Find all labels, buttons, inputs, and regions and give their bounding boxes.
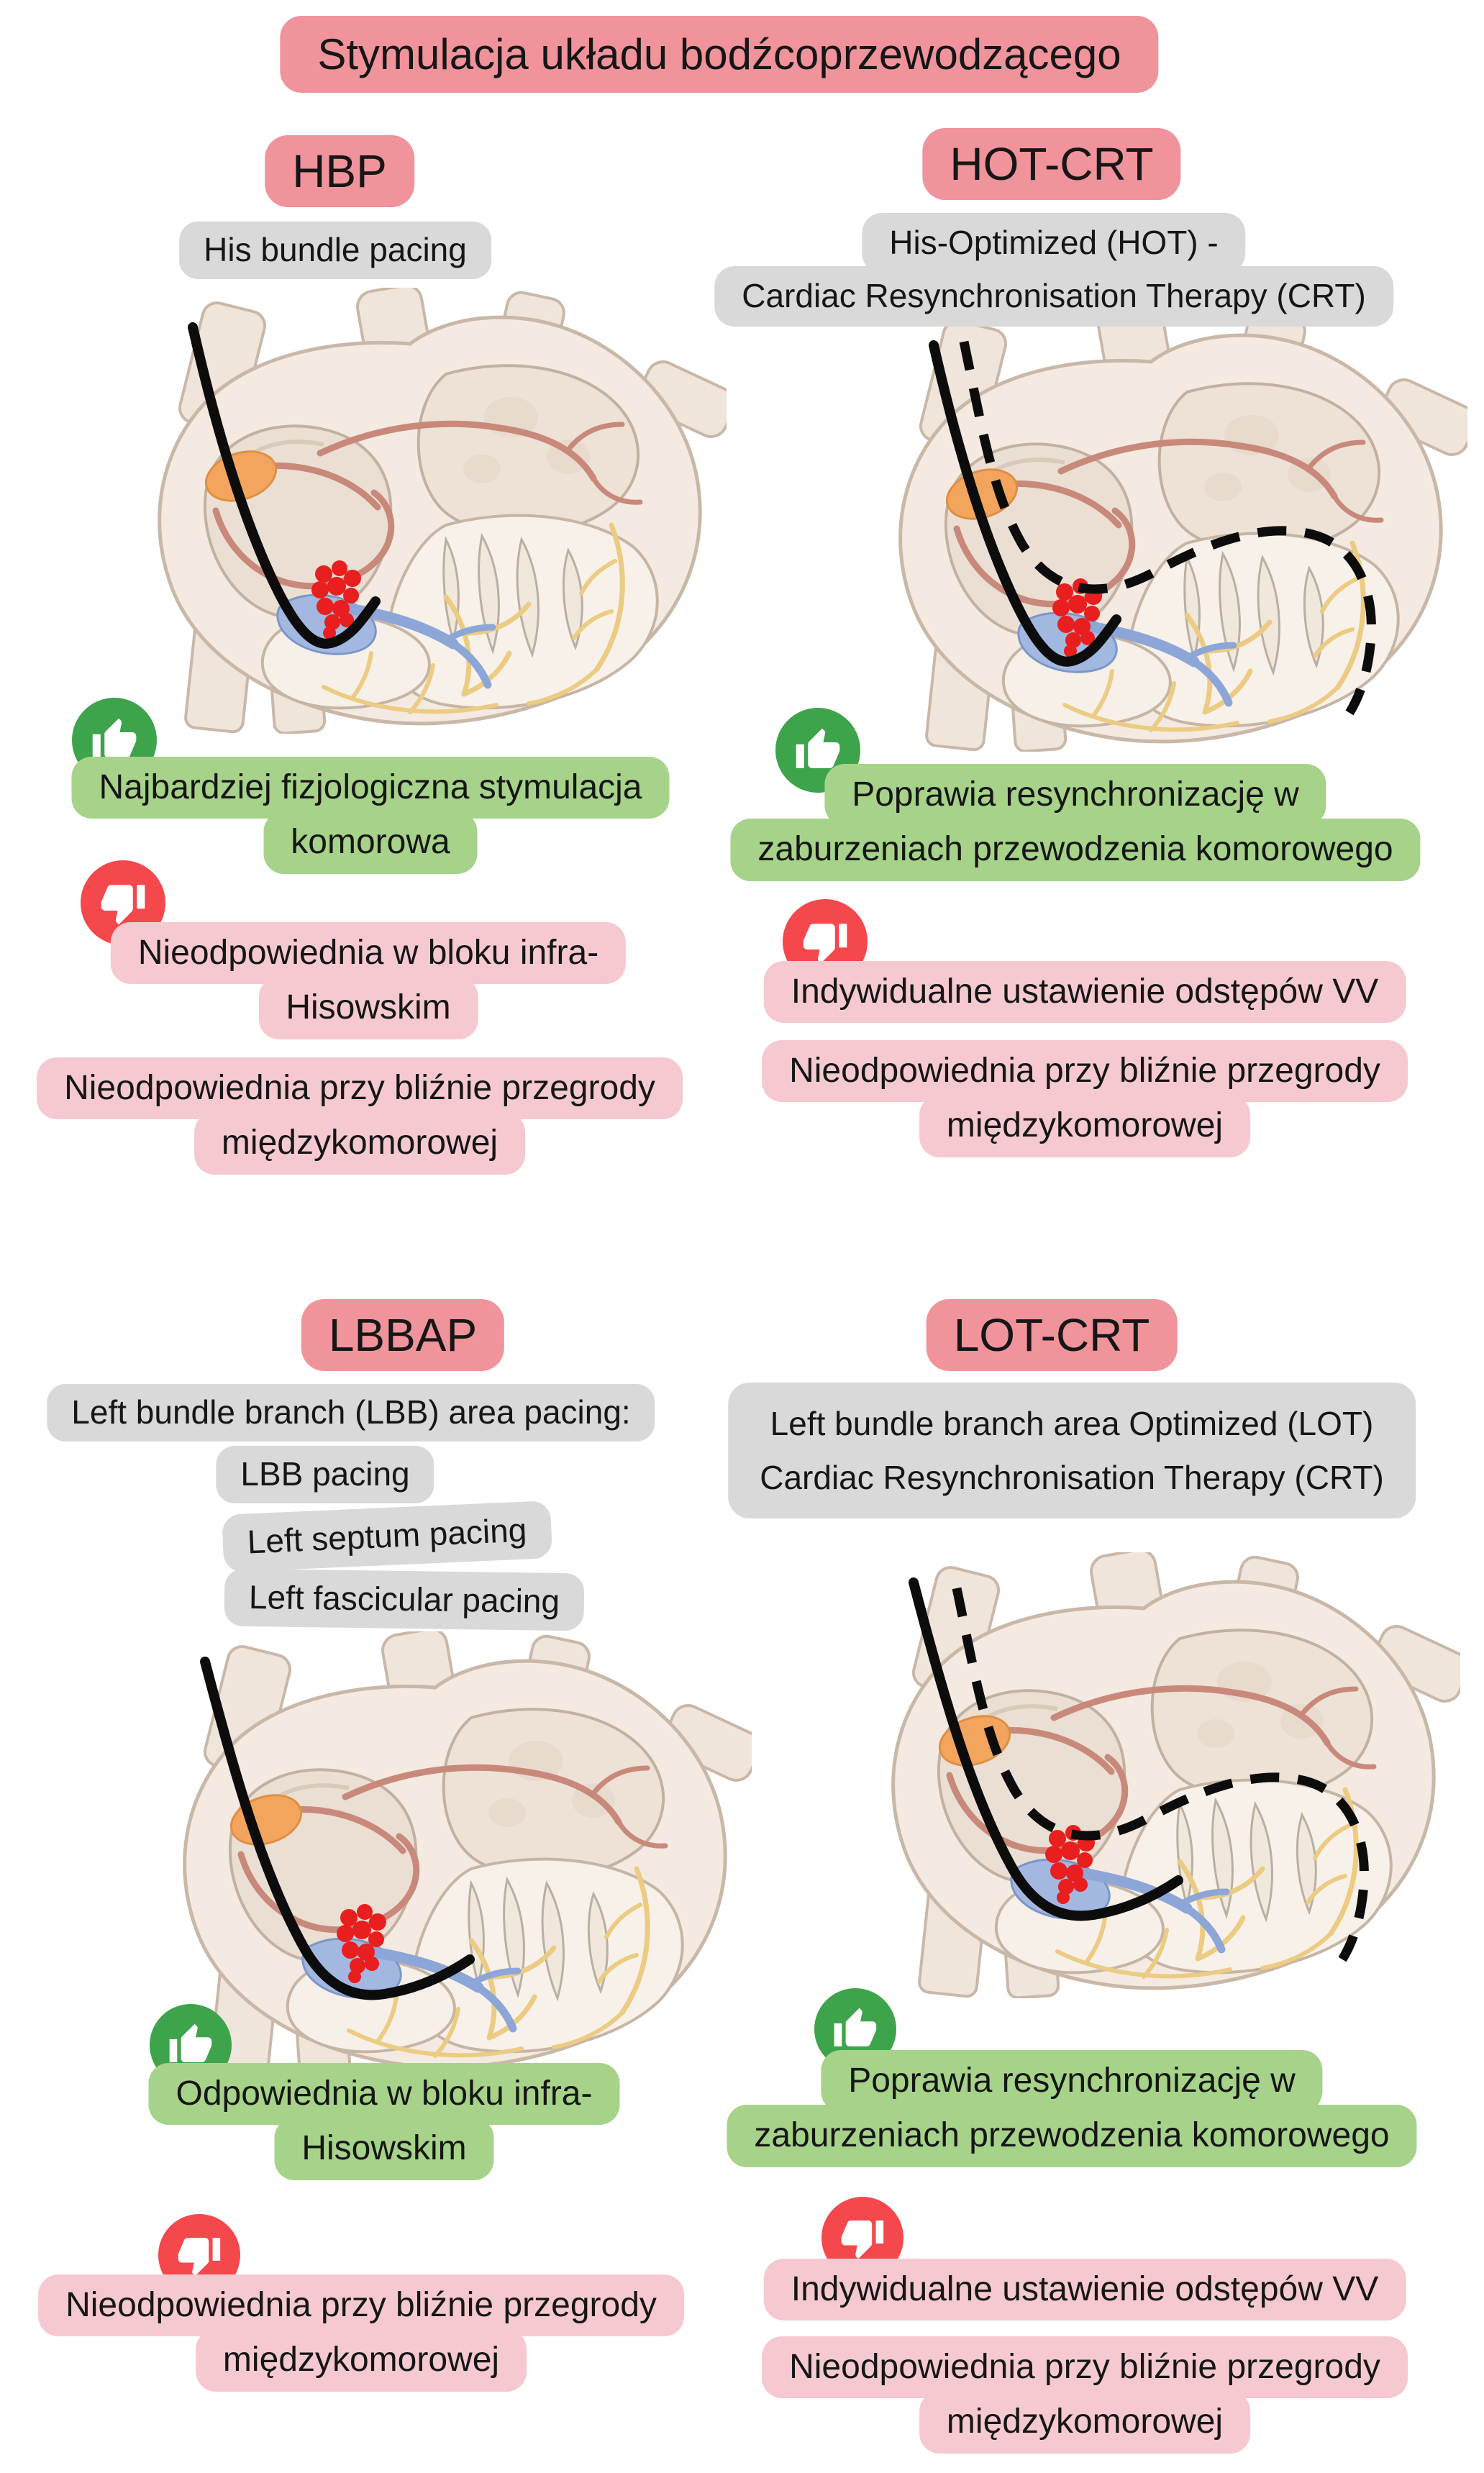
- lbbap-subtitle-pill-3: Left septum pacing: [222, 1500, 552, 1572]
- cons-line: Nieodpowiednia przy bliźnie przegrody: [762, 1040, 1408, 1103]
- subtitle-line: Left bundle branch area Optimized (LOT): [770, 1405, 1374, 1442]
- pros-line: Hisowskim: [274, 2118, 494, 2180]
- subtitle-line: Cardiac Resynchronisation Therapy (CRT): [760, 1458, 1384, 1496]
- lot-crt-cons-box-2: Nieodpowiednia przy bliźnie przegrody mi…: [762, 2336, 1408, 2454]
- cons-line: międzykomorowej: [919, 2391, 1251, 2454]
- lot-crt-header-tag: LOT-CRT: [926, 1299, 1178, 1371]
- pros-line: zaburzeniach przewodzenia komorowego: [727, 2105, 1417, 2167]
- lot-crt-cons-box-1: Indywidualne ustawienie odstępów VV: [763, 2259, 1406, 2321]
- heart-illustration-hbp: [108, 288, 727, 734]
- heart-illustration-lot-crt: [842, 1552, 1460, 1998]
- hot-crt-pros-box: Poprawia resynchronizację w zaburzeniach…: [730, 764, 1421, 881]
- page-title: Stymulacja układu bodźcoprzewodzącego: [280, 16, 1159, 93]
- heart-illustration-hot-crt: [849, 306, 1467, 752]
- pros-line: Poprawia resynchronizację w: [821, 2050, 1323, 2113]
- hbp-cons-box-1: Nieodpowiednia w bloku infra- Hisowskim: [110, 922, 627, 1039]
- lbbap-cons-box-1: Nieodpowiednia przy bliźnie przegrody mi…: [38, 2274, 684, 2392]
- hot-crt-cons-box-1: Indywidualne ustawienie odstępów VV: [763, 961, 1406, 1024]
- lbbap-header-tag: LBBAP: [301, 1299, 505, 1371]
- cons-line: Indywidualne ustawienie odstępów VV: [763, 2259, 1406, 2321]
- hbp-cons-box-2: Nieodpowiednia przy bliźnie przegrody mi…: [37, 1057, 683, 1175]
- cons-line: międzykomorowej: [919, 1095, 1251, 1157]
- lot-crt-pros-box: Poprawia resynchronizację w zaburzeniach…: [727, 2050, 1417, 2167]
- hbp-pros-box: Najbardziej fizjologiczna stymulacja kom…: [71, 757, 670, 874]
- pros-line: Najbardziej fizjologiczna stymulacja: [71, 757, 670, 819]
- hbp-subtitle-pill: His bundle pacing: [179, 222, 491, 279]
- hot-crt-subtitle-pill: His-Optimized (HOT) - Cardiac Resynchron…: [714, 213, 1393, 327]
- heart-illustration-lbbap: [133, 1631, 752, 2077]
- cons-line: Nieodpowiednia przy bliźnie przegrody: [38, 2274, 684, 2337]
- cons-line: Hisowskim: [258, 977, 478, 1039]
- cons-line: Nieodpowiednia w bloku infra-: [110, 922, 627, 985]
- hot-crt-header-tag: HOT-CRT: [922, 128, 1181, 200]
- pros-line: zaburzeniach przewodzenia komorowego: [730, 819, 1421, 881]
- subtitle-line: Cardiac Resynchronisation Therapy (CRT): [714, 265, 1393, 327]
- cons-line: Nieodpowiednia przy bliźnie przegrody: [762, 2336, 1408, 2399]
- hbp-header-tag: HBP: [265, 135, 414, 207]
- lbbap-subtitle-pill-4: Left fascicular pacing: [224, 1568, 585, 1631]
- lbbap-subtitle-pill-1: Left bundle branch (LBB) area pacing:: [47, 1384, 655, 1442]
- lbbap-pros-box: Odpowiednia w bloku infra- Hisowskim: [148, 2063, 620, 2180]
- cons-line: Nieodpowiednia przy bliźnie przegrody: [37, 1057, 683, 1120]
- lot-crt-subtitle-pill: Left bundle branch area Optimized (LOT) …: [728, 1383, 1416, 1519]
- cons-line: międzykomorowej: [194, 1112, 526, 1175]
- lbbap-subtitle-pill-2: LBB pacing: [216, 1446, 434, 1503]
- cons-line: Indywidualne ustawienie odstępów VV: [763, 961, 1406, 1024]
- pros-line: Odpowiednia w bloku infra-: [148, 2063, 620, 2126]
- pros-line: Poprawia resynchronizację w: [824, 764, 1326, 826]
- pros-line: komorowa: [263, 811, 478, 874]
- hot-crt-cons-box-2: Nieodpowiednia przy bliźnie przegrody mi…: [762, 1040, 1408, 1157]
- cons-line: międzykomorowej: [195, 2329, 527, 2392]
- subtitle-line: His-Optimized (HOT) -: [862, 213, 1246, 273]
